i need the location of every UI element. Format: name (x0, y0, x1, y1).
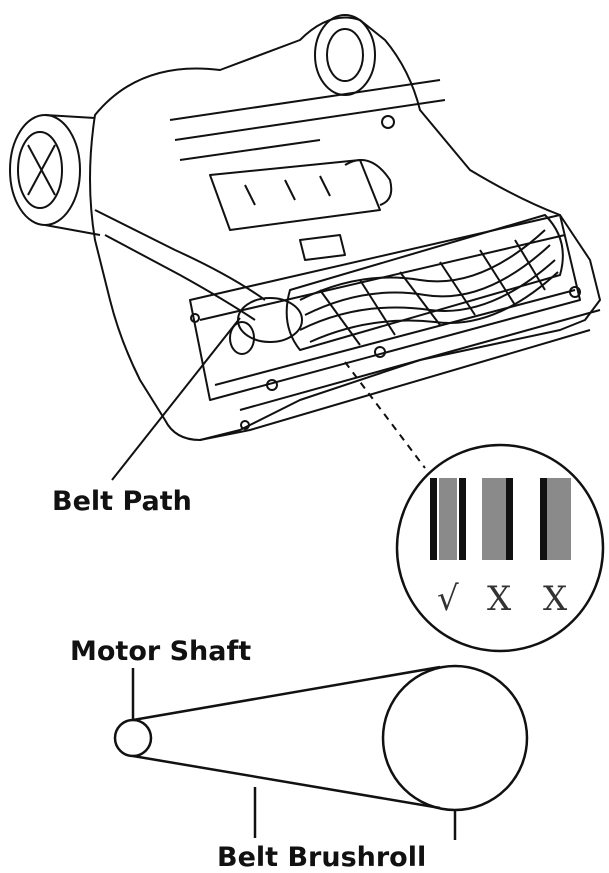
belt-upper-run (132, 665, 441, 722)
belt-path-label: Belt Path (52, 486, 192, 517)
pulley-schematic (113, 664, 529, 840)
belt-check-inset: √ X X (395, 443, 605, 653)
motor-shaft-pulley (113, 718, 153, 758)
belt-path-pointer (111, 317, 241, 481)
inset-leader-line (344, 361, 426, 469)
brushroll-pulley (381, 664, 529, 812)
wrong-mark-1: X (487, 579, 512, 619)
belt-lower-run (132, 754, 441, 810)
belt-sample-wrong-2 (540, 478, 547, 560)
vacuum-base-illustration (9, 14, 601, 441)
belt-sample-wrong-1 (482, 478, 506, 560)
belt-sample-correct (430, 478, 437, 560)
correct-mark: √ (437, 579, 459, 619)
motor-shaft-label: Motor Shaft (70, 636, 251, 667)
belt-brushroll-label: Belt Brushroll (217, 842, 426, 873)
wrong-mark-2: X (543, 579, 568, 619)
